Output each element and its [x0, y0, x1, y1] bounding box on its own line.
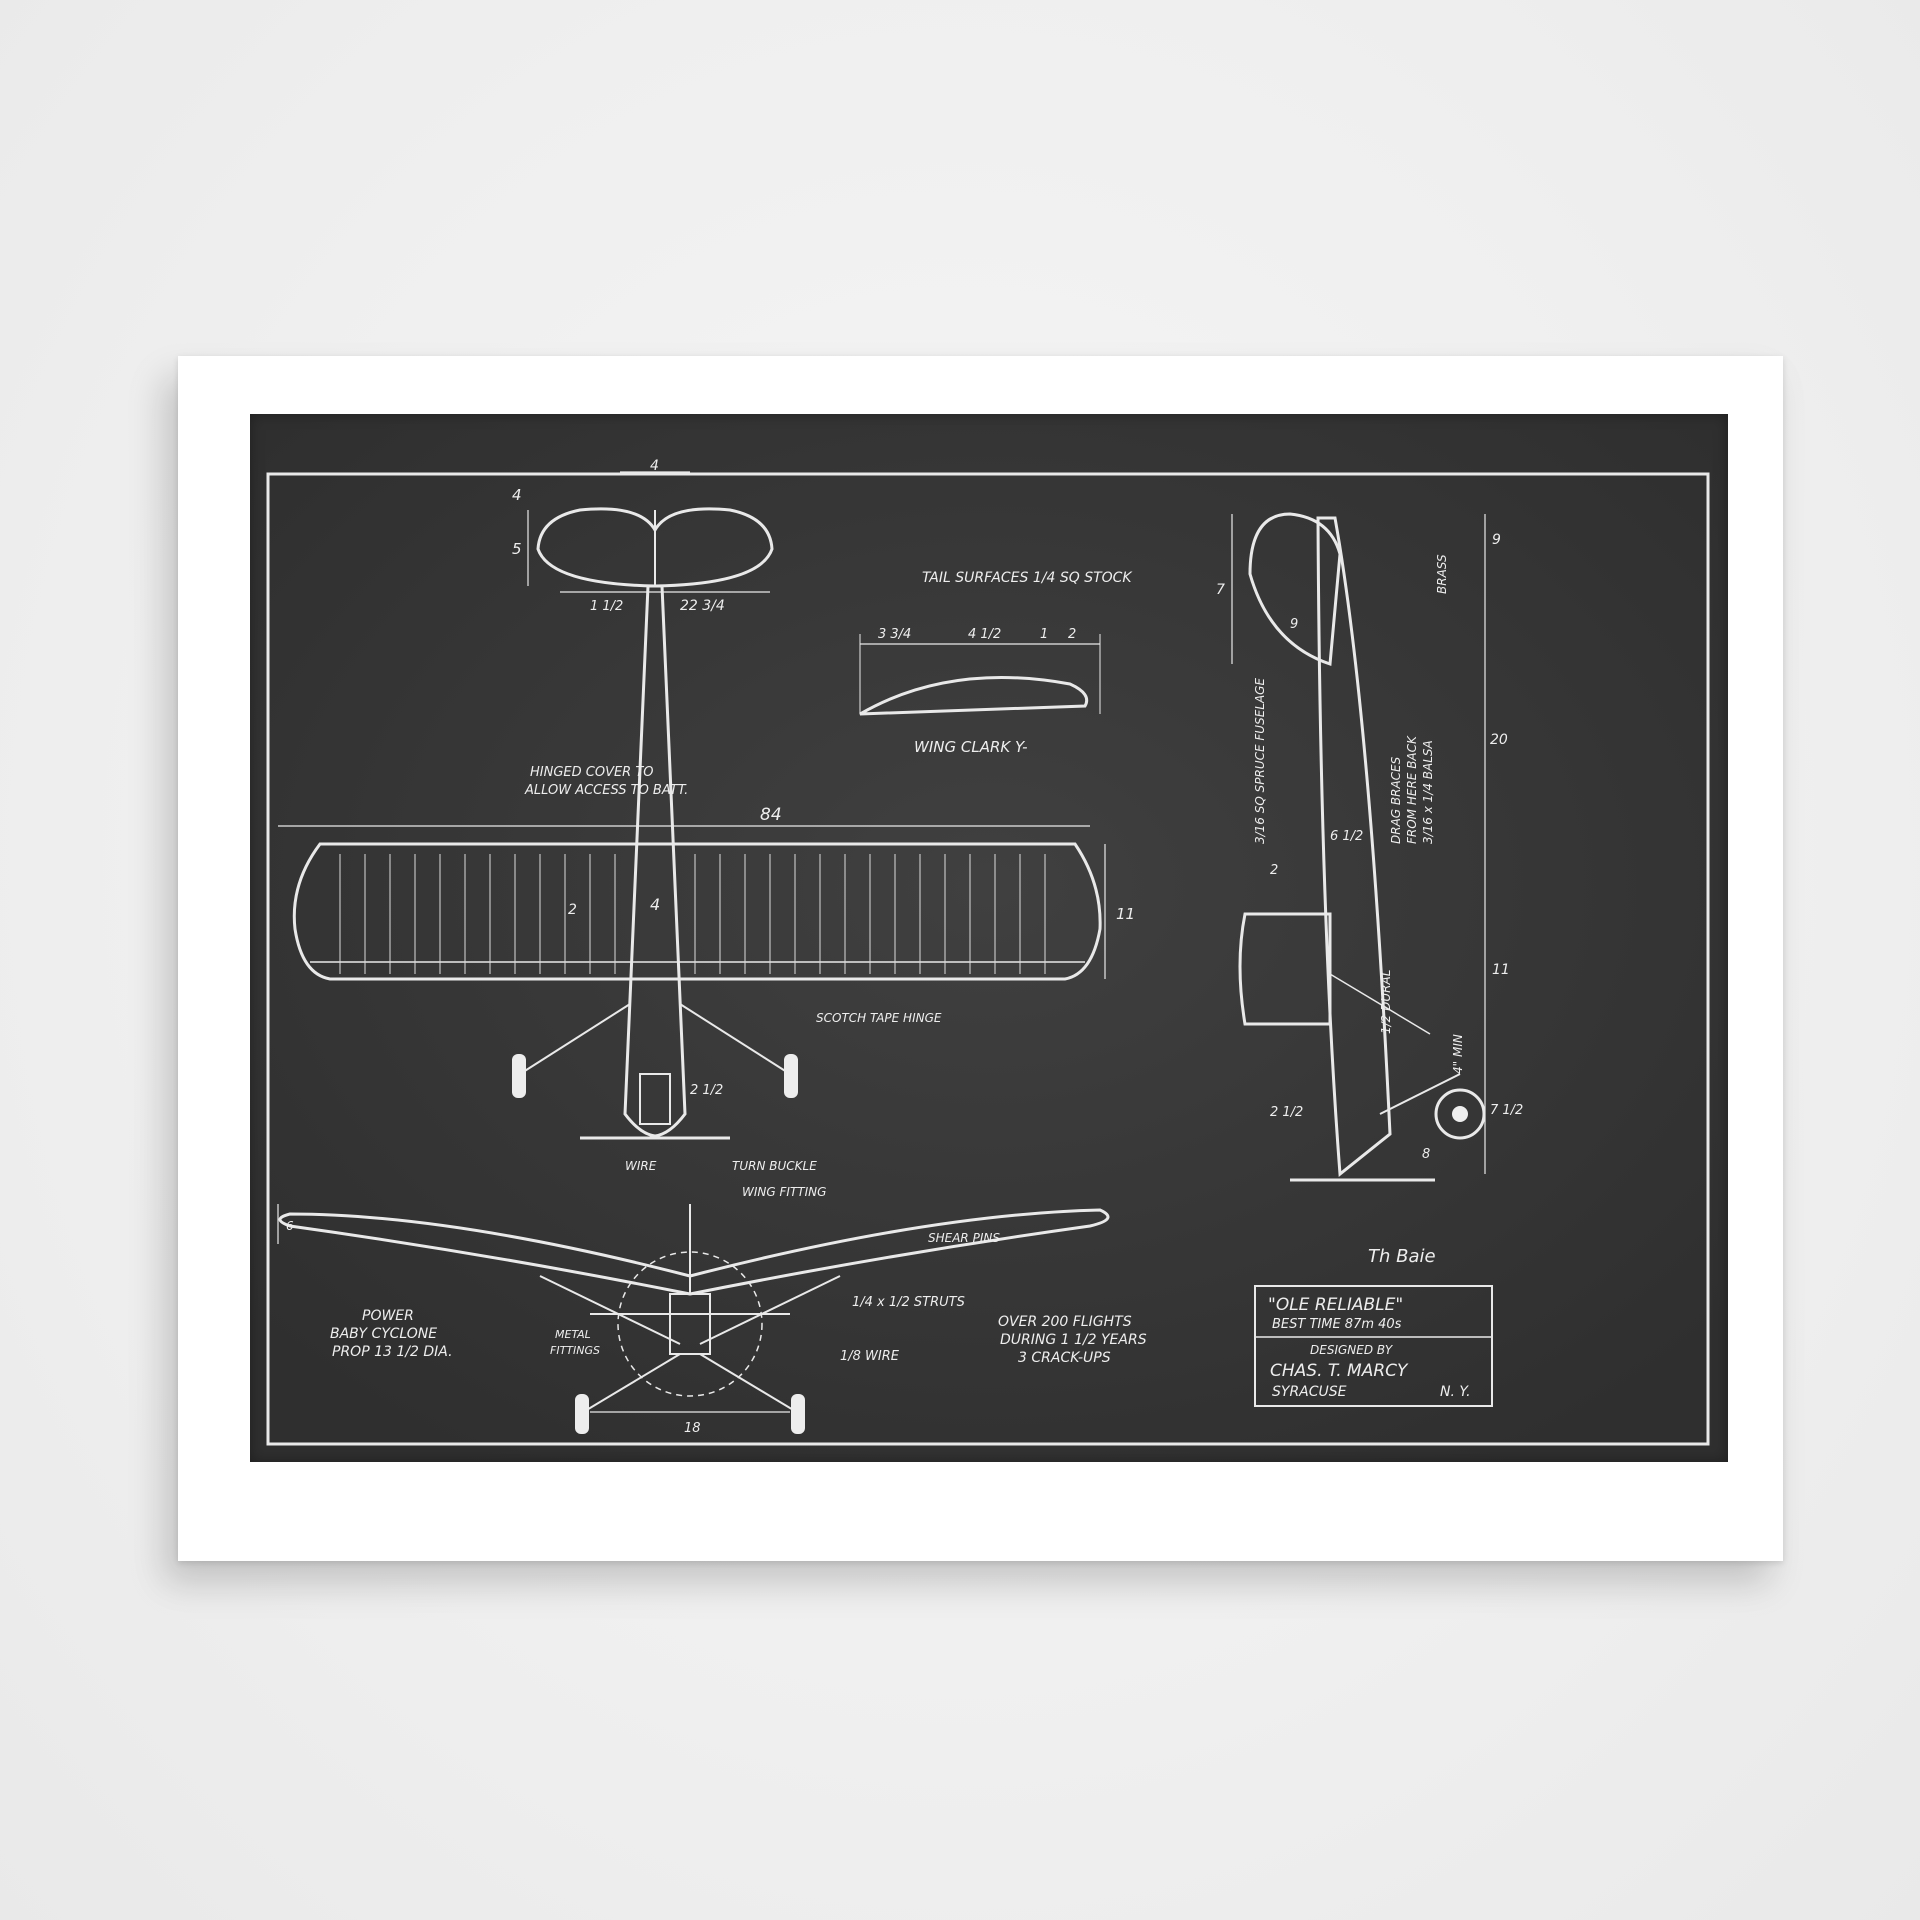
dim-3-3-4: 3 3/4 — [878, 627, 911, 642]
picture-frame: TAIL SURFACES 1/4 SQ STOCK WING CLARK Y-… — [178, 356, 1783, 1561]
flights-label-1: OVER 200 FLIGHTS — [998, 1314, 1132, 1330]
dim-1: 1 — [1040, 627, 1048, 642]
metal-fittings-label-2: FITTINGS — [550, 1344, 600, 1357]
top-view — [278, 471, 1106, 1140]
dim-7: 7 — [1216, 582, 1225, 598]
title-block — [1254, 1285, 1493, 1407]
wire-gauge-label: 1/8 WIRE — [840, 1349, 900, 1364]
dim-7-1-2: 7 1/2 — [1490, 1103, 1523, 1118]
dim-22-3-4: 22 3/4 — [680, 598, 725, 614]
dural-label: 1/2 DURAL — [1379, 970, 1393, 1034]
title-designed-by: DESIGNED BY — [1310, 1343, 1394, 1357]
border-line — [266, 472, 1710, 1446]
power-label-2: BABY CYCLONE — [330, 1326, 437, 1342]
wing-section-view — [859, 634, 1101, 716]
scotch-tape-label: SCOTCH TAPE HINGE — [816, 1011, 942, 1025]
wire-label: WIRE — [625, 1159, 657, 1173]
dim-2-1-2: 2 1/2 — [690, 1083, 723, 1098]
dim-2: 2 — [568, 902, 577, 918]
dim-8: 8 — [1422, 1147, 1430, 1162]
struts-label: 1/4 x 1/2 STRUTS — [852, 1295, 965, 1310]
flights-label-2: DURING 1 1/2 YEARS — [1000, 1332, 1147, 1348]
title-state: N. Y. — [1440, 1384, 1471, 1400]
drag-braces-label-1: DRAG BRACES — [1389, 756, 1403, 844]
wing-fitting-label: WING FITTING — [742, 1185, 826, 1199]
hinged-cover-label-1: HINGED COVER TO — [530, 765, 654, 780]
blueprint-board: TAIL SURFACES 1/4 SQ STOCK WING CLARK Y-… — [250, 414, 1728, 1462]
front-view — [277, 1204, 1110, 1434]
title-name: "OLE RELIABLE" — [1268, 1295, 1403, 1315]
side-view — [1231, 512, 1486, 1182]
signature: Th Baie — [1368, 1246, 1436, 1267]
track-dimension: 18 — [684, 1421, 701, 1436]
flights-label-3: 3 CRACK-UPS — [1018, 1350, 1111, 1366]
span-dimension: 84 — [760, 805, 782, 825]
dim-tail-5: 5 — [512, 540, 522, 558]
drag-braces-label-3: 3/16 x 1/4 BALSA — [1421, 740, 1435, 844]
title-best-time: BEST TIME 87m 40s — [1272, 1317, 1402, 1332]
dim-9b: 9 — [1290, 617, 1298, 632]
hinged-cover-label-2: ALLOW ACCESS TO BATT. — [524, 783, 688, 798]
min-label: 4" MIN — [1451, 1034, 1465, 1074]
dim-tail-4b: 4 — [512, 486, 522, 504]
power-label-3: PROP 13 1/2 DIA. — [332, 1344, 453, 1360]
drag-braces-label-2: FROM HERE BACK — [1405, 735, 1419, 844]
dim-11b: 11 — [1492, 962, 1510, 978]
blueprint-drawing: TAIL SURFACES 1/4 SQ STOCK WING CLARK Y-… — [250, 414, 1728, 1462]
dim-2-1-2b: 2 1/2 — [1270, 1105, 1303, 1120]
brass-label: BRASS — [1435, 554, 1449, 594]
dim-20: 20 — [1490, 732, 1508, 748]
dim-2w: 2 — [1068, 627, 1076, 642]
metal-fittings-label-1: METAL — [555, 1328, 591, 1341]
dim-11: 11 — [1116, 905, 1135, 923]
power-label-1: POWER — [362, 1308, 414, 1324]
shear-pins-label: SHEAR PINS — [928, 1231, 1000, 1245]
dim-2b: 2 — [1270, 863, 1278, 878]
fuselage-label: 3/16 SQ SPRUCE FUSELAGE — [1253, 678, 1267, 844]
dim-4-1-2: 4 1/2 — [968, 627, 1001, 642]
dim-9: 9 — [1492, 532, 1501, 548]
turn-buckle-label: TURN BUCKLE — [732, 1159, 817, 1173]
dim-4c: 4 — [650, 895, 660, 914]
title-designer: CHAS. T. MARCY — [1270, 1361, 1409, 1381]
dim-6-1-2: 6 1/2 — [1330, 829, 1363, 844]
dim-tail-4: 4 — [650, 458, 659, 474]
dim-6: 6 — [286, 1219, 294, 1233]
wing-section-label: WING CLARK Y- — [914, 738, 1028, 756]
tail-surfaces-label: TAIL SURFACES 1/4 SQ STOCK — [922, 570, 1133, 586]
dim-1-1-2: 1 1/2 — [590, 599, 623, 614]
title-city: SYRACUSE — [1272, 1384, 1347, 1400]
